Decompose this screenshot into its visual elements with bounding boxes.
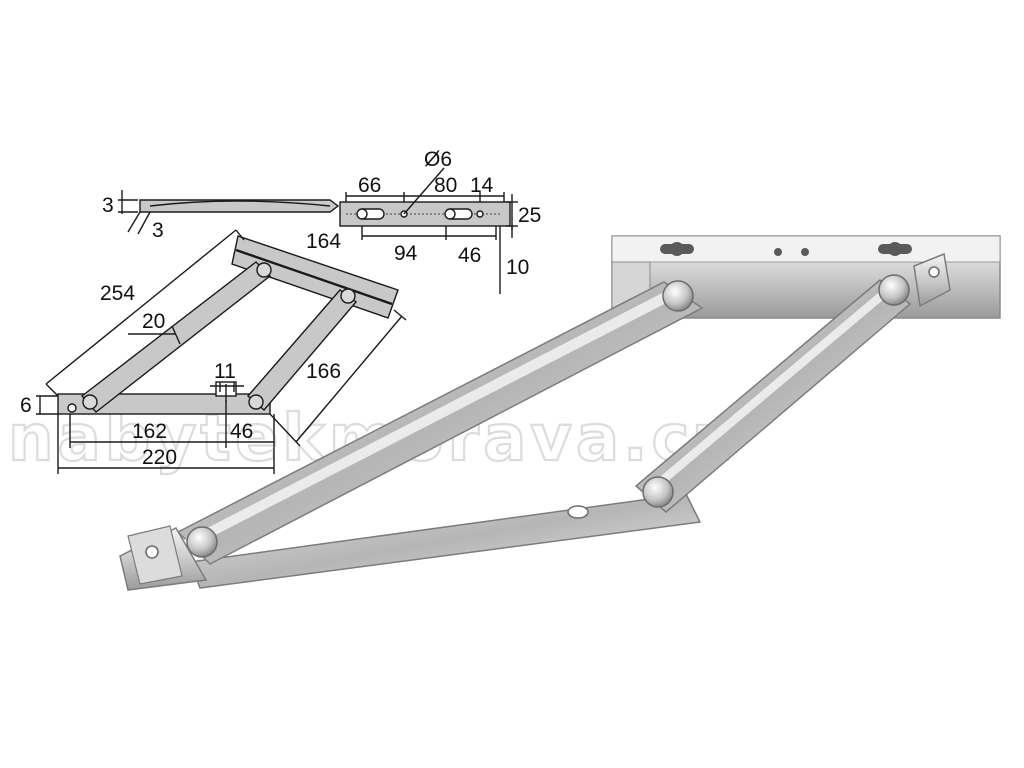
dim-plate-66: 66 bbox=[358, 174, 381, 197]
photo-rivets bbox=[186, 274, 910, 558]
dim-plate-164: 164 bbox=[306, 230, 341, 253]
bracket-plate-drawing bbox=[339, 167, 518, 294]
dim-link-11: 11 bbox=[214, 360, 236, 383]
dim-plate-10: 10 bbox=[506, 256, 529, 279]
photo-foot-tab bbox=[119, 525, 208, 591]
product-photo bbox=[119, 235, 1001, 591]
dim-plate-hole-diameter: Ø6 bbox=[424, 148, 452, 171]
side-view-drawing bbox=[118, 190, 340, 235]
dim-plate-46: 46 bbox=[458, 244, 481, 267]
dim-link-220: 220 bbox=[142, 446, 177, 469]
rivet-icon bbox=[662, 280, 694, 312]
rivet-icon bbox=[642, 476, 674, 508]
dim-plate-94: 94 bbox=[394, 242, 418, 265]
rivet-icon bbox=[878, 274, 910, 306]
dim-plate-25: 25 bbox=[518, 204, 541, 227]
dim-side-thickness-a: 3 bbox=[102, 194, 114, 217]
rivet-icon bbox=[186, 526, 218, 558]
dim-plate-14: 14 bbox=[470, 174, 494, 197]
dim-link-20: 20 bbox=[142, 310, 165, 333]
dim-link-254: 254 bbox=[100, 282, 135, 305]
dim-link-162: 162 bbox=[132, 420, 167, 443]
linkage-drawing bbox=[36, 229, 407, 474]
dim-plate-80: 80 bbox=[434, 174, 457, 197]
dim-link-166: 166 bbox=[306, 360, 341, 383]
photo-top-ear bbox=[913, 252, 951, 308]
dim-side-thickness-b: 3 bbox=[152, 219, 164, 242]
dim-link-46: 46 bbox=[230, 420, 253, 443]
dim-link-6: 6 bbox=[20, 394, 32, 417]
